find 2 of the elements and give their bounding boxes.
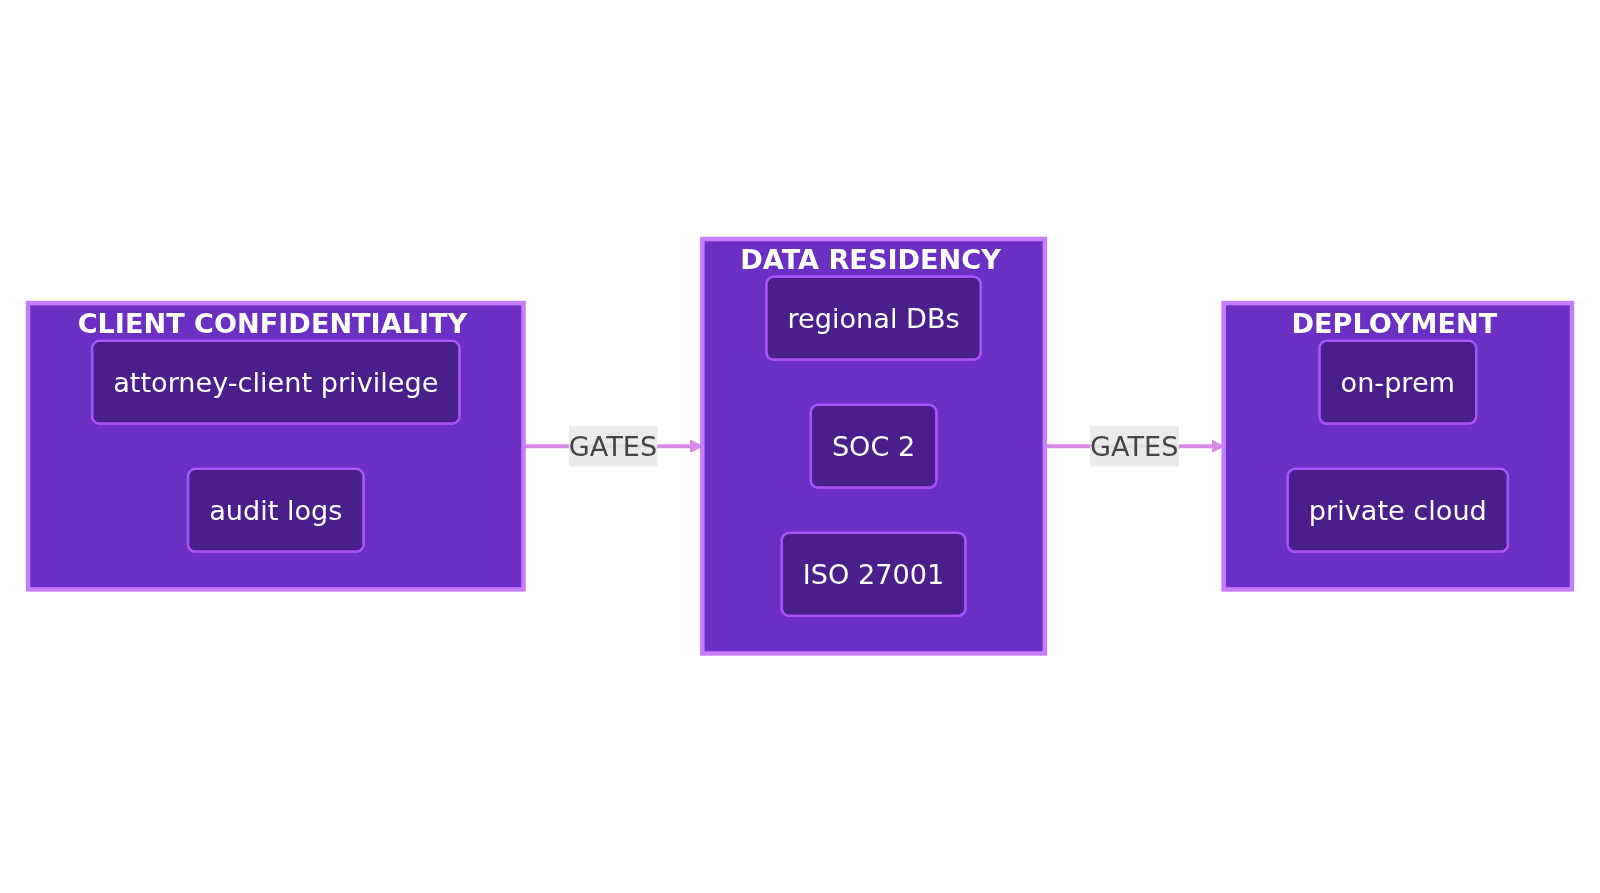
edge-label: GATES xyxy=(568,430,658,463)
edge-label: GATES xyxy=(1090,430,1179,463)
